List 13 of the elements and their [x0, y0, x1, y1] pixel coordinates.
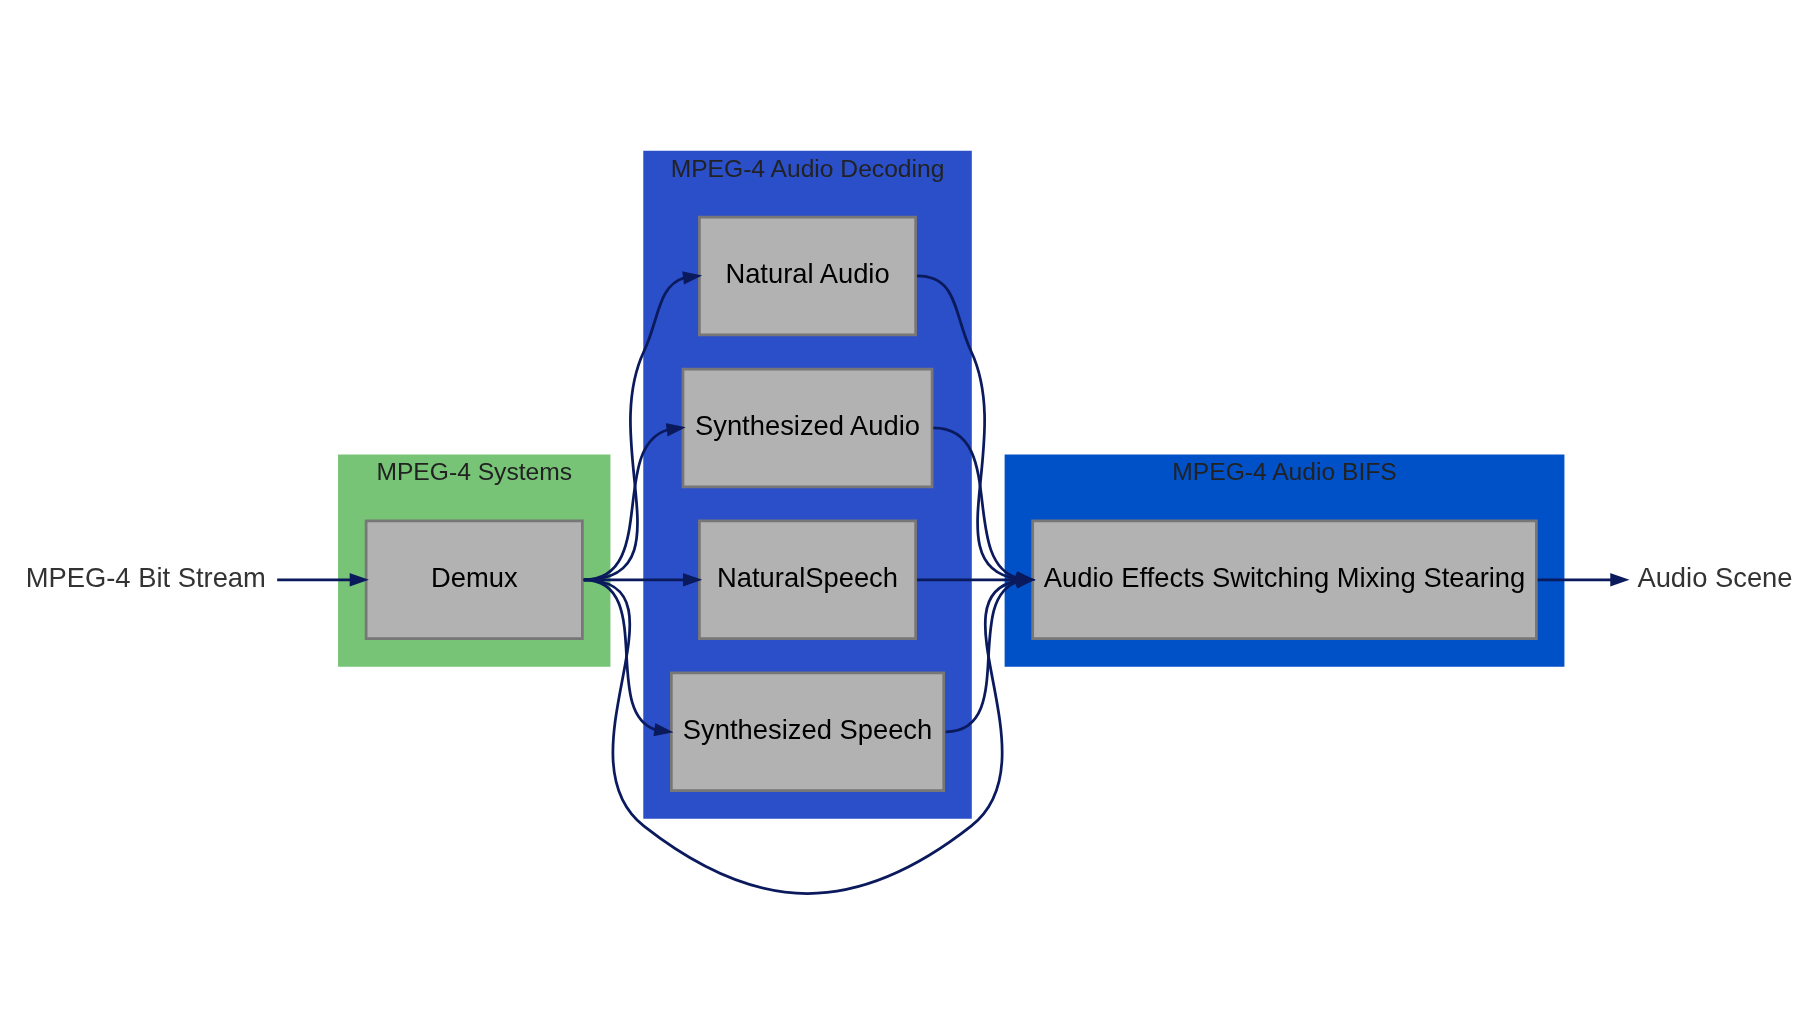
node-box: Natural Audio	[698, 215, 918, 337]
node-box: Audio Effects Switching Mixing Stearing	[1031, 519, 1538, 641]
arrow	[583, 573, 703, 587]
node-box: Demux	[364, 519, 584, 641]
node-box: Synthesized Audio	[681, 367, 934, 489]
node-box: NaturalSpeech	[698, 519, 918, 641]
arrow	[1537, 573, 1630, 587]
node-text: MPEG-4 Bit Stream	[25, 561, 266, 593]
arrow	[583, 423, 686, 582]
arrow	[277, 573, 369, 587]
node-box: Synthesized Speech	[669, 671, 946, 792]
arrow	[583, 271, 703, 582]
node-text: Audio Scene	[1637, 561, 1793, 593]
